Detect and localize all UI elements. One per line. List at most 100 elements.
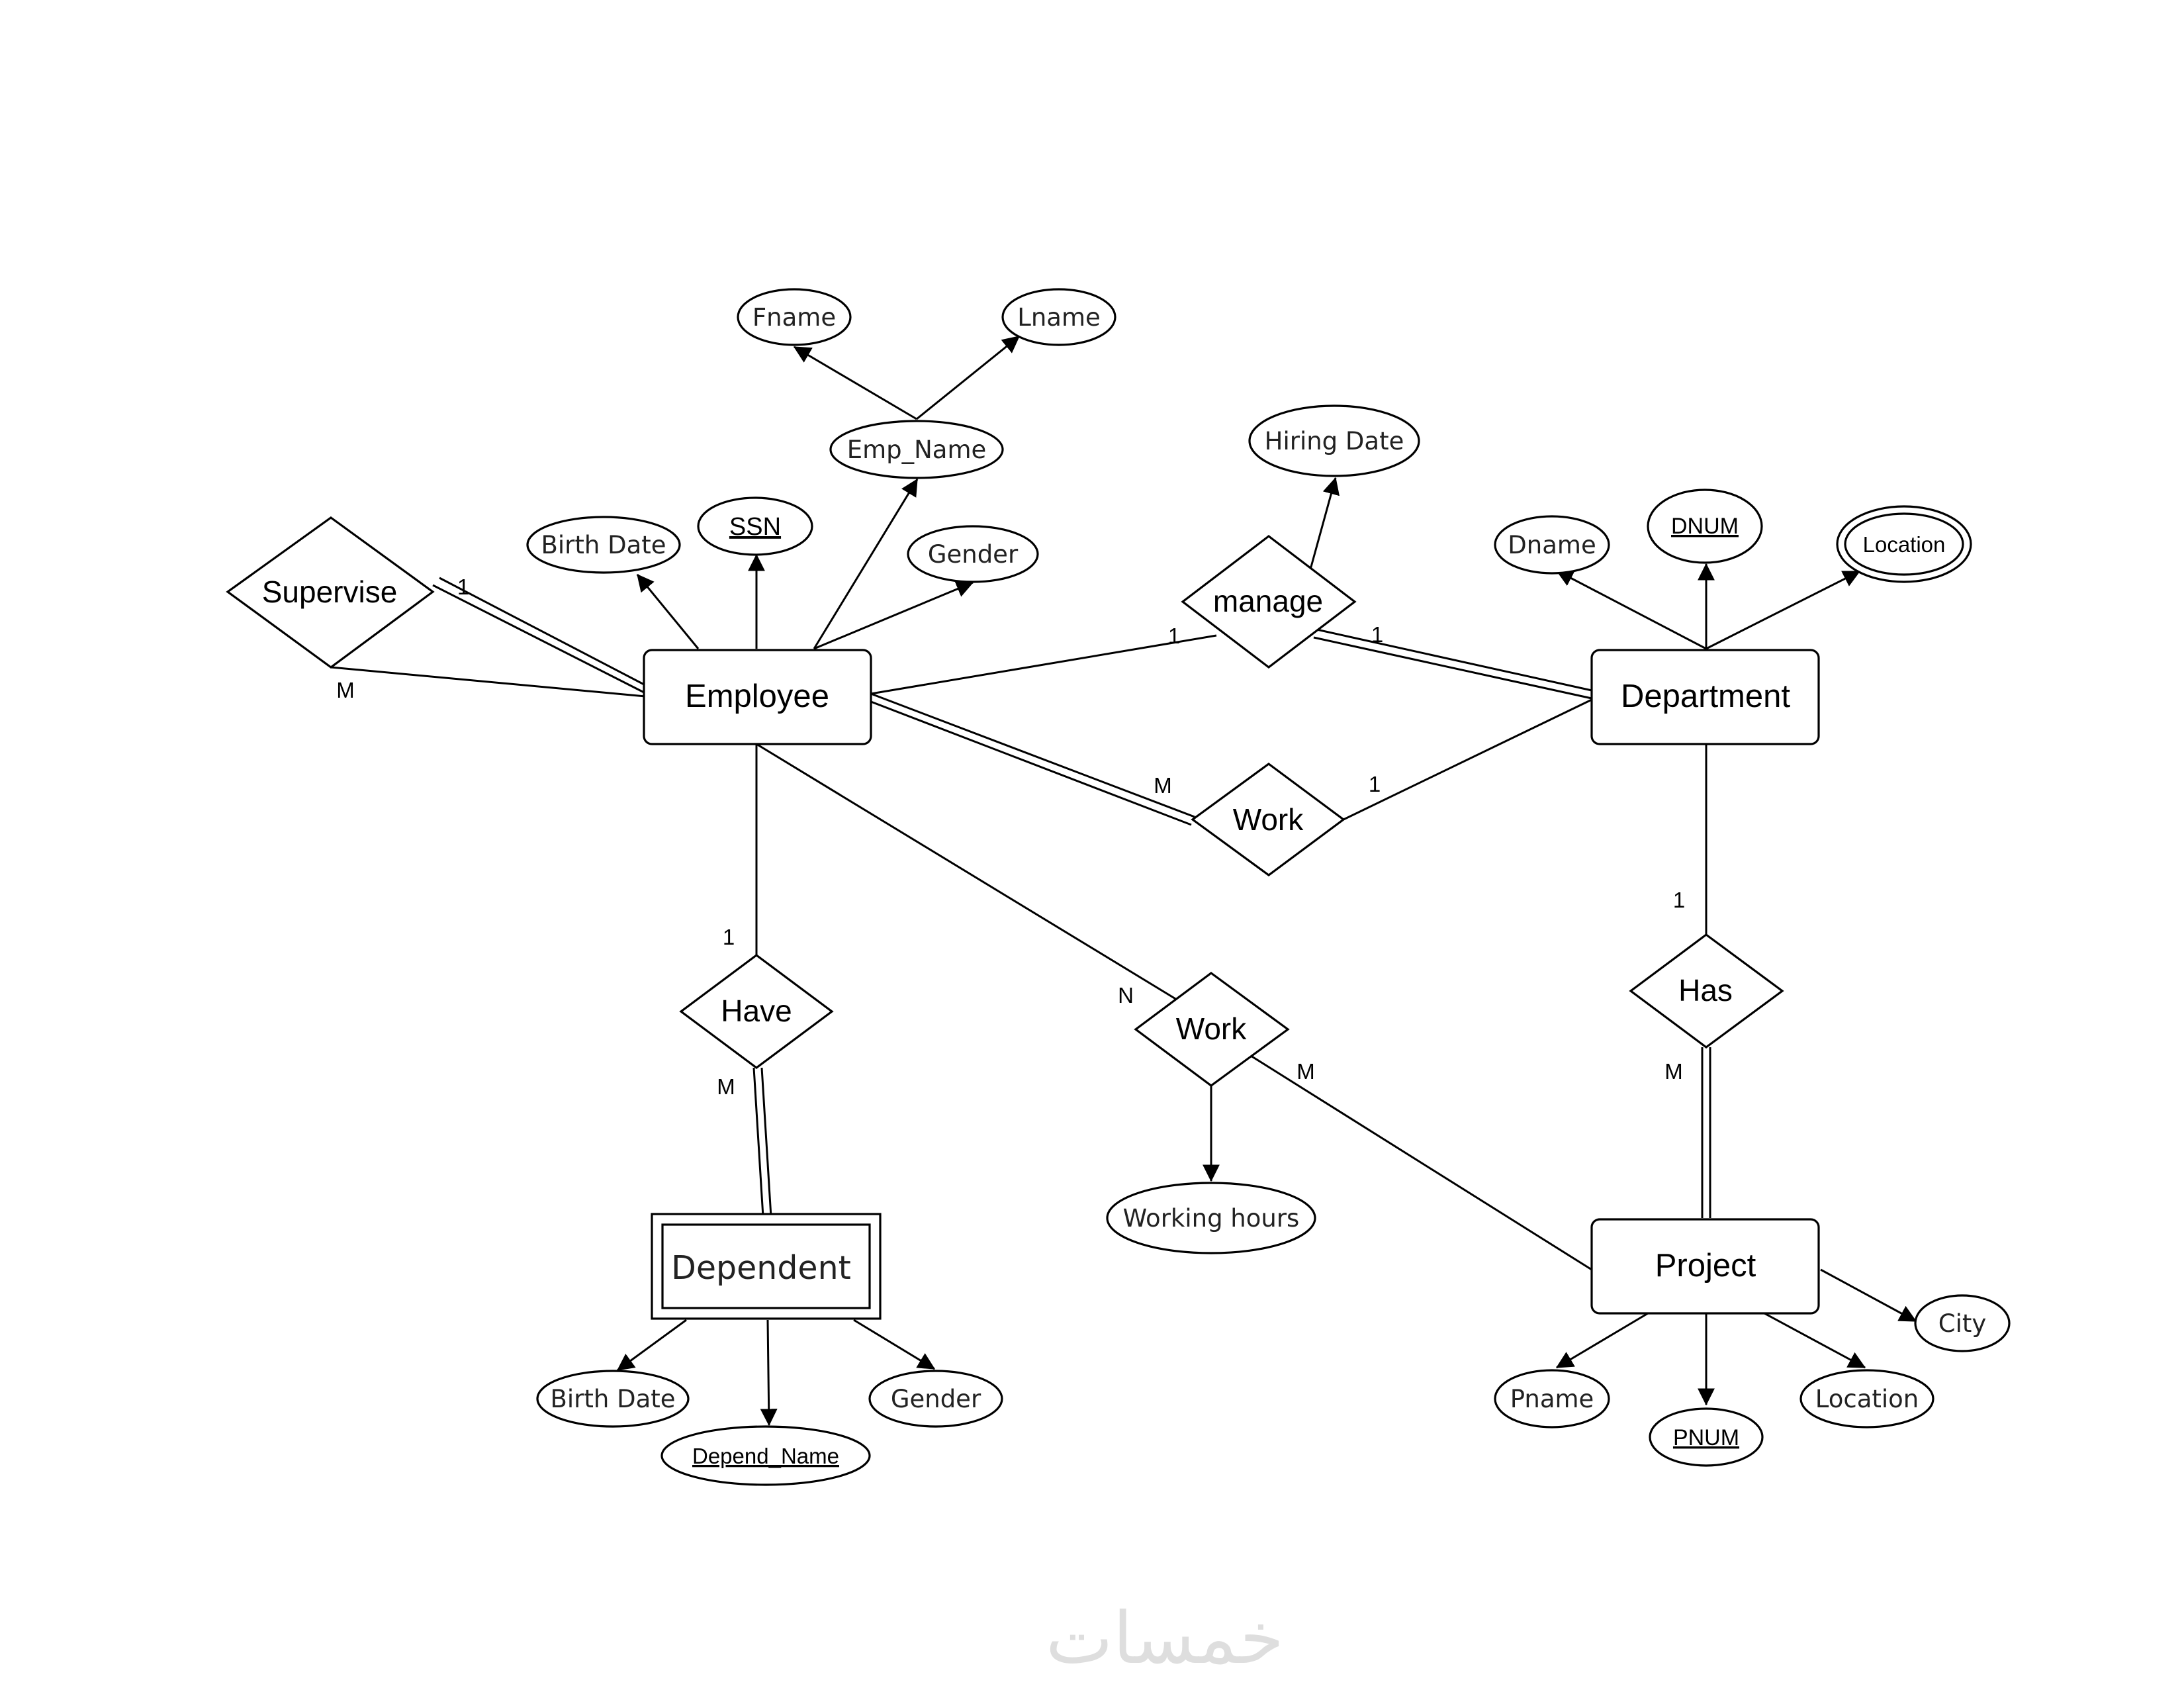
relationship-supervise-diamond [226,516,435,669]
entity-project-label: Project [1655,1248,1756,1284]
empname-fname-arrow [793,346,917,420]
relationship-manage-label: manage [1213,584,1323,618]
relationship-work-emp-proj-label: Work [1176,1011,1247,1046]
attribute-pnum-ellipse [1649,1407,1764,1467]
relationship-has-diamond [1629,933,1784,1049]
attribute-dname-ellipse [1494,515,1610,575]
entity-department-box [1590,649,1820,745]
attribute-fname[interactable]: Fname [737,288,852,346]
attribute-depend-name-ellipse [660,1425,871,1486]
emp-birthdate-arrow [636,573,700,649]
relationship-manage-diamond [1181,534,1357,669]
attribute-proj-location-ellipse [1799,1369,1934,1429]
watermark-logo: خمسات [1046,1597,1284,1680]
entity-project-box [1590,1218,1820,1315]
attribute-city-ellipse [1914,1294,2011,1352]
attribute-dep-birth-date-label: Birth Date [550,1385,675,1413]
entity-employee-box [643,649,872,745]
attribute-ssn-label: SSN [729,513,781,541]
manage-employee-line [870,634,1217,695]
dept-dname-arrow [1555,569,1707,650]
attribute-emp-birth-date-label: Birth Date [541,531,666,559]
weak-entity-dependent-label: Dependent [671,1249,851,1287]
emp-gender-arrow [813,581,974,650]
relationship-have[interactable]: Have [679,954,834,1069]
entity-employee-label: Employee [685,679,829,714]
cardinality-labels: 1 M 1 1 M 1 1 M N M 1 M [336,575,1685,1099]
relationship-have-diamond [679,954,834,1069]
attribute-dept-location-label: Location [1863,532,1946,557]
attribute-dept-location-multivalued[interactable]: Location [1836,505,1972,583]
attribute-fname-ellipse [737,288,852,346]
supervise-employee-line-c [330,666,646,698]
proj-city-arrow [1820,1268,1917,1323]
cardinality-has-project: M [1664,1059,1683,1084]
attribute-ssn-key[interactable]: SSN [697,496,813,556]
attribute-dnum-label: DNUM [1671,514,1739,539]
attribute-emp-birth-date-ellipse [526,516,681,574]
attribute-pname-label: Pname [1510,1385,1594,1413]
workp-employee-line [756,743,1177,1001]
entity-department[interactable]: Department [1590,649,1820,745]
attribute-dep-birth-date-ellipse [536,1370,690,1428]
attribute-hiring-date[interactable]: Hiring Date [1248,404,1420,477]
work-employee-line-b [870,700,1192,826]
entity-department-label: Department [1621,679,1790,714]
attributes: Fname Lname Emp_Name Birth Date SSN Gend… [526,288,2011,1486]
cardinality-workp-employee: N [1118,983,1134,1008]
relationship-supervise[interactable]: Supervise [226,516,435,669]
workp-project-line [1250,1055,1592,1271]
attribute-emp-gender[interactable]: Gender [907,525,1039,583]
cardinality-supervise-bottom: M [336,678,355,702]
proj-pname-arrow [1555,1312,1649,1369]
attribute-hiring-date-ellipse [1248,404,1420,477]
entity-project[interactable]: Project [1590,1218,1820,1315]
relationship-work-emp-dept-label: Work [1233,802,1304,837]
relationship-work-emp-dept[interactable]: Work [1191,763,1345,876]
attribute-city-label: City [1938,1309,1987,1338]
attribute-dep-gender[interactable]: Gender [868,1370,1003,1428]
proj-location-arrow [1764,1312,1866,1369]
relationship-work-emp-dept-diamond [1191,763,1345,876]
empname-lname-arrow [916,335,1021,420]
attribute-ssn-ellipse [697,496,813,556]
relationship-work-emp-proj[interactable]: Work [1134,972,1290,1087]
relationship-has[interactable]: Has [1629,933,1784,1049]
cardinality-have-dependent: M [717,1074,735,1099]
attribute-hiring-date-label: Hiring Date [1265,427,1404,455]
attribute-proj-location[interactable]: Location [1799,1369,1934,1429]
relationship-manage[interactable]: manage [1181,534,1357,669]
cardinality-work-department: 1 [1369,772,1381,796]
cardinality-manage-department: 1 [1371,622,1383,647]
attribute-dep-gender-ellipse [868,1370,1003,1428]
attribute-depend-name-label: Depend_Name [692,1444,839,1468]
connectors [330,335,1917,1427]
attribute-working-hours[interactable]: Working hours [1106,1182,1316,1254]
entity-employee[interactable]: Employee [643,649,872,745]
dep-dependname-arrow [760,1319,778,1427]
attribute-emp-birth-date[interactable]: Birth Date [526,516,681,574]
attribute-lname[interactable]: Lname [1001,288,1116,346]
dep-gender-arrow [853,1319,936,1370]
attribute-pnum-key[interactable]: PNUM [1649,1407,1764,1467]
supervise-employee-line-a [432,584,646,694]
attribute-depend-name-key[interactable]: Depend_Name [660,1425,871,1486]
attribute-emp-name-ellipse [829,420,1004,479]
attribute-dnum-ellipse [1647,489,1763,564]
cardinality-manage-employee: 1 [1168,624,1180,648]
attribute-emp-name[interactable]: Emp_Name [829,420,1004,479]
work-department-line [1343,698,1592,821]
attribute-dep-birth-date[interactable]: Birth Date [536,1370,690,1428]
attribute-dnum-key[interactable]: DNUM [1647,489,1763,564]
cardinality-has-department: 1 [1673,888,1685,912]
attribute-emp-gender-ellipse [907,525,1039,583]
weak-entity-inner-box [661,1223,871,1309]
attribute-city[interactable]: City [1914,1294,2011,1352]
attribute-emp-gender-label: Gender [928,540,1019,569]
attribute-pname-ellipse [1494,1369,1610,1429]
attribute-working-hours-ellipse [1106,1182,1316,1254]
attribute-dname[interactable]: Dname [1494,515,1610,575]
weak-entity-dependent[interactable]: Dependent [651,1213,882,1320]
attribute-pname[interactable]: Pname [1494,1369,1610,1429]
